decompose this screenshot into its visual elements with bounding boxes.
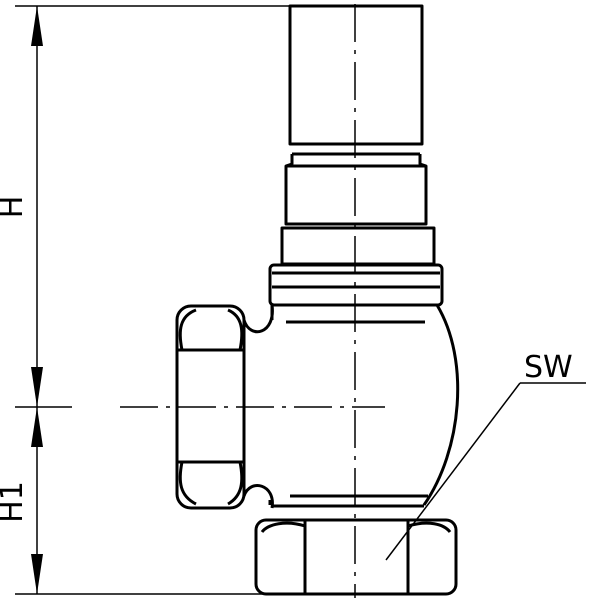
center-axes (120, 4, 385, 598)
bottom-nut-outline (254, 518, 458, 596)
valve-body (268, 304, 460, 508)
side-nut-bevel-top-right (227, 308, 244, 351)
arrow-h1-bottom (31, 554, 43, 594)
bottom-nut-bevel-right (407, 521, 452, 534)
collar-lower (280, 226, 436, 266)
side-nut-bevel-top-left (178, 308, 197, 351)
side-nut-outline (175, 304, 246, 510)
extension-lines (15, 5, 300, 595)
side-hex-nut (175, 304, 246, 510)
fillet-bottom (242, 484, 274, 509)
sw-leader (385, 382, 586, 561)
tube-body (288, 4, 424, 146)
fillet-top (242, 304, 274, 334)
body-right-contour (422, 304, 460, 506)
bottom-hex-nut (254, 518, 458, 596)
label-h: H (0, 196, 30, 219)
arrow-h-bottom (31, 367, 43, 407)
top-tube (288, 4, 424, 156)
fillets (242, 304, 274, 509)
label-h1: H1 (0, 481, 30, 523)
bottom-nut-bevel-left (260, 521, 306, 534)
side-nut-bevel-bottom-right (227, 461, 244, 506)
arrow-h1-top (31, 407, 43, 447)
sw-leader-diagonal (385, 382, 521, 561)
dimension-line (31, 6, 43, 594)
label-sw: SW (524, 350, 573, 385)
arrow-h-top (31, 6, 43, 46)
flange (268, 263, 444, 307)
collars (280, 154, 436, 266)
side-nut-bevel-bottom-left (178, 461, 197, 506)
collar-upper (284, 154, 428, 226)
flange-body (268, 263, 444, 307)
